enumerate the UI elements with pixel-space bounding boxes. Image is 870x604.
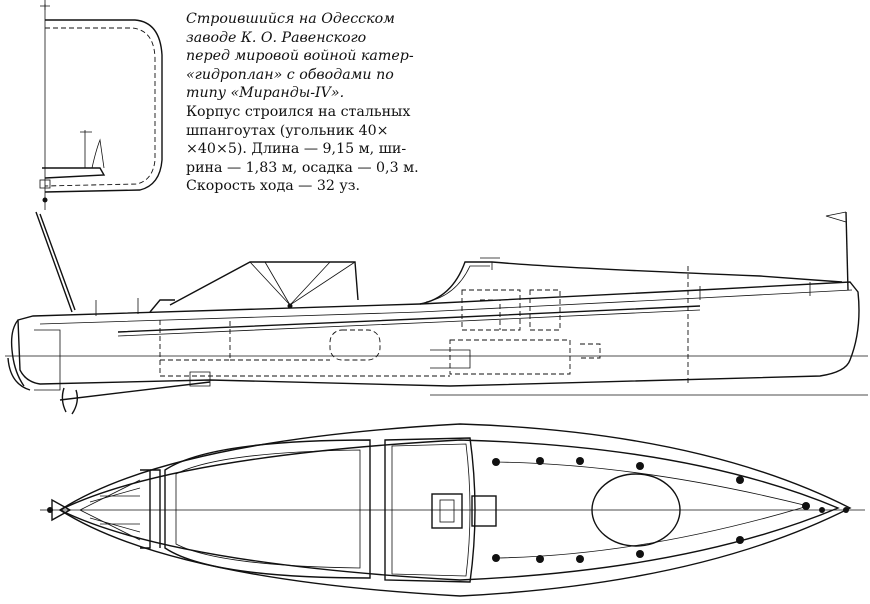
hull-cross-section xyxy=(39,0,163,210)
caption-line: Строившийся на Одесском xyxy=(186,11,395,27)
caption-line: типу «Миранды-IV». xyxy=(186,85,345,102)
caption-line: заводе К. О. Равенского xyxy=(186,29,367,46)
caption-line: рина — 1,83 м, осадка — 0,3 м. xyxy=(186,159,419,176)
caption-specs: Корпус строился на стальных шпангоутах (… xyxy=(186,103,448,196)
caption-italic: Строившийся на Одесском заводе К. О. Рав… xyxy=(186,10,448,103)
caption: Строившийся на Одесском заводе К. О. Рав… xyxy=(186,10,448,196)
caption-line: шпангоутах (угольник 40× xyxy=(186,122,389,139)
caption-line: Корпус строился на стальных xyxy=(186,103,411,120)
caption-line: ×40×5). Длина — 9,15 м, ши- xyxy=(186,141,407,158)
plan-view xyxy=(40,423,865,597)
caption-line: перед мировой войной катер- xyxy=(186,48,414,65)
caption-line: Скорость хода — 32 уз. xyxy=(186,178,361,195)
caption-line: «гидроплан» с обводами по xyxy=(186,66,394,83)
side-elevation xyxy=(5,211,868,415)
